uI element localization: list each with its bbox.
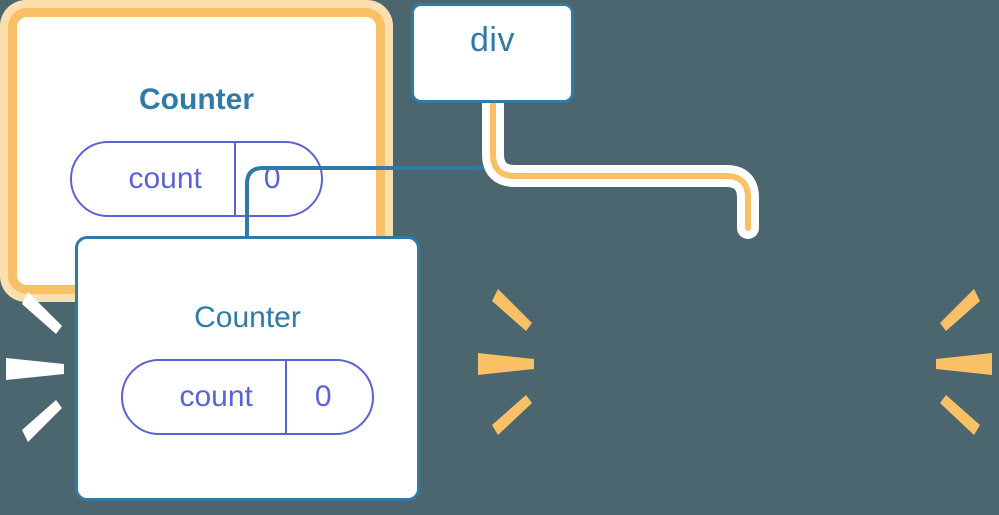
sparkle-ray-upper [492, 289, 532, 331]
state-key-count: count [128, 162, 202, 195]
edge-div-to-counter-right-halo [482, 92, 759, 239]
state-value-count: 0 [284, 360, 372, 433]
state-pill-counter-right: count 0 [70, 141, 323, 217]
node-counter-right-label: Counter [139, 83, 254, 116]
sparkle-ray-lower [22, 400, 62, 442]
sparkle-ray-middle [478, 353, 534, 375]
node-counter-left-label: Counter [194, 300, 301, 334]
sparkle-left-of-counter-left [6, 282, 66, 452]
state-pill-counter-left: count 0 [121, 358, 374, 435]
sparkle-left-of-counter-right [478, 277, 538, 447]
node-div[interactable]: div [411, 3, 574, 103]
state-key-count: count [179, 379, 253, 413]
sparkle-ray-middle [6, 358, 64, 380]
sparkle-ray-lower [940, 395, 980, 435]
sparkle-right-of-counter-right [934, 277, 994, 447]
sparkle-ray-lower [492, 395, 532, 435]
node-counter-left[interactable]: Counter count 0 [75, 236, 420, 501]
edge-div-to-counter-right [490, 100, 751, 231]
node-div-label: div [470, 21, 515, 59]
sparkle-ray-upper [940, 289, 980, 331]
sparkle-ray-middle [936, 353, 992, 375]
state-value-count: 0 [233, 143, 321, 215]
